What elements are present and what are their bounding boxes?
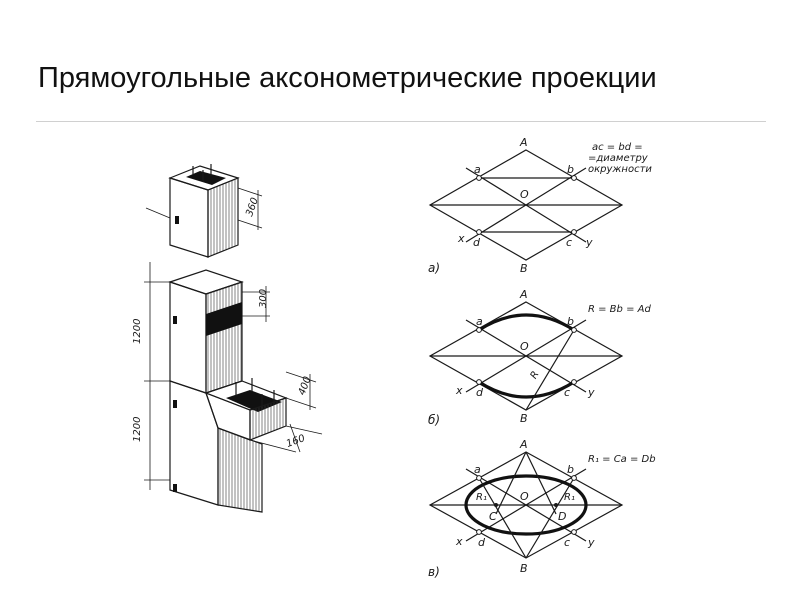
diagram-b-label-a: a	[476, 315, 483, 328]
diagram-a-note-1: ac = bd =	[592, 142, 643, 153]
diagram-a-note-2: =диаметру	[588, 153, 649, 164]
diagram-b-label-A: A	[519, 288, 528, 301]
diagram-b: A B a b d c O x y R б) R = Bb = Ad	[428, 288, 651, 427]
diagram-c-label-R1-right: R₁	[564, 492, 575, 503]
dim-label-360: 360	[244, 196, 261, 218]
lower-mark-2	[173, 484, 177, 492]
diagram-c-label-B: B	[520, 562, 528, 575]
diagram-b-label-y: y	[587, 386, 595, 399]
diagram-a-label-y: y	[585, 236, 593, 249]
diagram-a-point-d	[476, 229, 482, 235]
diagram-b-label-c: c	[564, 386, 570, 399]
top-block-dark-band	[186, 171, 226, 185]
diagram-c-label-R1-left: R₁	[476, 492, 487, 503]
top-block-mark	[175, 216, 179, 224]
diagram-c-line-A-D	[525, 451, 557, 515]
diagram-b-tag: б)	[428, 413, 440, 427]
diagram-b-point-c	[571, 379, 577, 385]
dim-label-160: 160	[285, 433, 307, 450]
diagram-c-label-a: a	[474, 463, 481, 476]
lower-mark-1	[173, 400, 177, 408]
lower-left-face	[169, 380, 219, 506]
diagram-c-point-C	[494, 503, 498, 507]
diagram-a-label-a: a	[474, 163, 481, 176]
diagram-c-label-b: b	[567, 463, 574, 476]
dimension-chain-1200: 1200 1200	[132, 207, 171, 490]
shaft-mark	[173, 316, 177, 324]
diagram-a-point-a	[476, 175, 482, 181]
diagram-a-label-x: x	[457, 232, 465, 245]
diagram-c-point-c	[571, 529, 577, 535]
diagram-b-point-b	[571, 327, 577, 333]
diagram-a-label-c: c	[566, 236, 572, 249]
diagram-c-point-D	[554, 503, 558, 507]
diagram-c-label-x: x	[455, 535, 463, 548]
dimension-400: 400	[285, 371, 317, 410]
diagram-c-point-a	[476, 475, 482, 481]
diagram-a-tag: а)	[428, 261, 440, 275]
diagram-a-point-b	[571, 175, 577, 181]
dim-label-400: 400	[297, 375, 314, 397]
diagram-b-label-O: O	[520, 340, 529, 353]
diagram-c-point-d	[476, 529, 482, 535]
dimension-360: 360	[237, 187, 263, 230]
diagram-b-label-B: B	[520, 412, 528, 425]
diagram-c-label-c: c	[564, 536, 570, 549]
diagram-a-label-O: O	[520, 188, 529, 201]
top-block	[168, 164, 240, 258]
diagram-c-axis-y	[465, 468, 587, 542]
lower-right-face	[217, 427, 263, 513]
dimension-300: 300	[242, 286, 270, 322]
diagram-a-label-B: B	[520, 262, 528, 275]
top-block-right-face	[207, 177, 239, 258]
diagram-b-axis-y	[465, 319, 587, 393]
diagram-c-label-y: y	[587, 536, 595, 549]
diagram-a-label-d: d	[473, 236, 481, 249]
diagram-a-axis-y	[465, 167, 587, 243]
dim-label-1200-lower: 1200	[132, 417, 143, 442]
diagram-c-line-B-b	[525, 477, 575, 559]
shaft-right-face	[205, 281, 243, 394]
diagram-b-note: R = Bb = Ad	[588, 304, 651, 315]
title-divider	[36, 121, 766, 122]
diagram-a: A B a b d c O x y а) ac = bd = =диаметру…	[428, 136, 652, 275]
diagram-c-line-A-C	[495, 451, 527, 515]
diagram-b-label-b: b	[567, 315, 574, 328]
diagram-a-label-A: A	[519, 136, 528, 149]
upper-column-shaft	[168, 269, 244, 394]
diagram-c-label-C: C	[489, 510, 497, 523]
shaft-left-face	[169, 281, 207, 394]
diagram-b-label-d: d	[476, 386, 484, 399]
diagram-b-label-x: x	[455, 384, 463, 397]
diagram-c: A B a b d c O C D R₁ R₁ x y в) R₁ = Ca =…	[428, 438, 656, 579]
diagram-b-arc-upper	[478, 313, 575, 332]
diagram-c-point-b	[571, 475, 577, 481]
diagram-c-oval	[464, 474, 588, 536]
diagram-b-point-d	[476, 379, 482, 385]
diagram-c-line-B-a	[478, 477, 527, 559]
diagram-a-point-c	[571, 229, 577, 235]
diagram-a-rhombus	[428, 149, 624, 261]
diagram-a-note-3: окружности	[588, 164, 652, 175]
lower-column-shaft	[169, 380, 263, 513]
diagram-b-label-R: R	[529, 369, 542, 381]
diagram-b-arc-lower	[478, 380, 575, 399]
diagram-c-tag: в)	[428, 565, 440, 579]
dim-label-1200-upper: 1200	[132, 319, 143, 344]
diagram-c-label-O: O	[520, 490, 529, 503]
diagram-c-label-A: A	[519, 438, 528, 451]
diagram-c-label-D: D	[558, 510, 566, 523]
diagram-a-label-b: b	[567, 163, 574, 176]
shaft-dark-band	[206, 302, 242, 336]
slide-title: Прямоугольные аксонометрические проекции	[38, 62, 657, 94]
diagram-c-label-d: d	[478, 536, 486, 549]
diagram-b-radius-line	[525, 329, 575, 411]
column-illustration: 360 300	[132, 164, 323, 513]
diagram-b-point-a	[476, 327, 482, 333]
diagram-c-note: R₁ = Ca = Db	[588, 454, 656, 465]
dim-label-300: 300	[258, 289, 269, 308]
